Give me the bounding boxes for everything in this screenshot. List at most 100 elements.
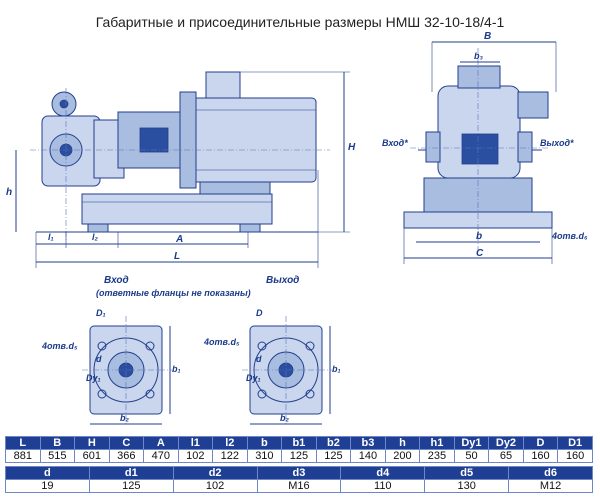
table-cell: 125 — [88, 479, 174, 493]
outlet-dim-d: d — [256, 354, 262, 364]
table-cell: 470 — [143, 449, 179, 463]
table-header-cell: l1 — [177, 436, 214, 450]
table-header-cell: B — [39, 436, 76, 450]
inlet-label: Вход* — [382, 138, 408, 148]
front-outlet-port — [517, 131, 533, 163]
technical-drawing: l₁ l₂ A L h H B b₃ b C 4отв.d₆ Вход* Вых… — [6, 31, 588, 426]
table-cell: 122 — [212, 449, 248, 463]
table-header-cell: d4 — [340, 466, 426, 480]
flange-outlet-title: Выход — [266, 275, 299, 286]
table-cell: 140 — [350, 449, 386, 463]
table-row: 19 125 102 M16 110 130 M12 — [5, 479, 593, 493]
base-frame — [81, 193, 273, 225]
table-header-row: d d1 d2 d3 d4 d5 d6 — [5, 466, 593, 480]
table-header-cell: b2 — [315, 436, 352, 450]
outlet-dim-b1: b₁ — [332, 364, 341, 374]
table-header-cell: b — [246, 436, 283, 450]
table-cell: 110 — [340, 479, 426, 493]
motor-flange — [179, 91, 197, 189]
front-terminal-box — [457, 65, 501, 89]
table-header-cell: C — [108, 436, 145, 450]
dim-h: h — [6, 187, 12, 198]
dim-B: B — [484, 31, 491, 42]
front-flange — [461, 133, 499, 165]
table-header-cell: H — [74, 436, 110, 450]
inlet-dim-b2: b₂ — [120, 413, 129, 423]
table-cell: 881 — [5, 449, 41, 463]
flange-inlet-title: Вход — [104, 275, 129, 286]
table-header-cell: l2 — [212, 436, 248, 450]
table-row: 881 515 601 366 470 102 122 310 125 125 … — [5, 449, 593, 463]
front-inlet-port — [425, 131, 441, 163]
table-cell: 102 — [172, 479, 258, 493]
table-cell: 102 — [177, 449, 214, 463]
dim-l1: l₁ — [48, 232, 54, 242]
flange-inlet-view: Вход (ответные фланцы не показаны) D₁ 4о… — [41, 275, 251, 426]
base-foot — [87, 223, 109, 233]
flange-inlet-note: (ответные фланцы не показаны) — [96, 288, 251, 298]
outlet-dim-holes: 4отв.d₅ — [203, 337, 240, 347]
table-cell: 515 — [39, 449, 76, 463]
table-cell: 235 — [419, 449, 455, 463]
front-valve — [517, 91, 549, 119]
table-header-cell: Dy1 — [453, 436, 490, 450]
table-cell: 19 — [5, 479, 90, 493]
table-header-cell: D — [522, 436, 559, 450]
table-cell: 50 — [453, 449, 490, 463]
table-cell: 366 — [108, 449, 145, 463]
table-cell: 125 — [315, 449, 352, 463]
table-header-cell: Dy2 — [488, 436, 524, 450]
table-header-cell: b3 — [350, 436, 386, 450]
front-view: B b₃ b C 4отв.d₆ Вход* Выход* — [382, 31, 588, 264]
table-header-cell: A — [143, 436, 179, 450]
dimensions-table-2: d d1 d2 d3 d4 d5 d6 19 125 102 M16 110 1… — [5, 466, 593, 493]
table-header-cell: d — [5, 466, 90, 480]
table-cell: 160 — [557, 449, 593, 463]
inlet-dim-b1: b₁ — [172, 364, 181, 374]
table-cell: 310 — [246, 449, 283, 463]
outlet-dim-dy: Dy₁ — [246, 373, 261, 383]
table-cell: 200 — [384, 449, 421, 463]
dim-holes-d6: 4отв.d₆ — [551, 231, 588, 241]
terminal-box — [205, 71, 241, 99]
dim-H: H — [348, 142, 356, 153]
dim-b: b — [476, 231, 482, 242]
table-cell: M12 — [508, 479, 593, 493]
coupling — [139, 127, 169, 153]
table-cell: 130 — [424, 479, 510, 493]
inlet-dim-d: d — [96, 354, 102, 364]
page-title: Габаритные и присоединительные размеры Н… — [95, 14, 505, 30]
inlet-dim-dy: Dy₁ — [86, 373, 101, 383]
base-foot — [239, 223, 261, 233]
dim-A: A — [175, 234, 183, 245]
table-header-cell: D1 — [557, 436, 593, 450]
dim-C: C — [476, 248, 484, 259]
outlet-dim-b2: b₂ — [280, 413, 289, 423]
dimensions-table-1: L B H C A l1 l2 b b1 b2 b3 h h1 Dy1 Dy2 … — [5, 436, 593, 463]
flange-outlet-view: Выход D 4отв.d₅ d Dy₁ b₁ b₂ — [203, 275, 341, 426]
table-header-cell: d3 — [256, 466, 342, 480]
table-cell: M16 — [256, 479, 342, 493]
inlet-dim-holes: 4отв.d₅ — [41, 341, 78, 351]
dim-b3: b₃ — [474, 51, 483, 61]
table-header-cell: b1 — [281, 436, 317, 450]
outlet-label: Выход* — [540, 138, 574, 148]
dim-L: L — [174, 251, 180, 262]
table-cell: 601 — [74, 449, 110, 463]
table-header-cell: h1 — [419, 436, 455, 450]
table-header-row: L B H C A l1 l2 b b1 b2 b3 h h1 Dy1 Dy2 … — [5, 436, 593, 450]
table-cell: 160 — [522, 449, 559, 463]
table-cell: 125 — [281, 449, 317, 463]
table-header-cell: h — [384, 436, 421, 450]
table-header-cell: d1 — [88, 466, 174, 480]
table-header-cell: L — [5, 436, 41, 450]
inlet-dim-D1: D₁ — [96, 308, 106, 318]
motor — [185, 97, 317, 183]
table-header-cell: d6 — [508, 466, 593, 480]
table-header-cell: d5 — [424, 466, 510, 480]
side-view: l₁ l₂ A L h H — [6, 71, 356, 268]
table-cell: 65 — [488, 449, 524, 463]
table-header-cell: d2 — [172, 466, 258, 480]
outlet-dim-D: D — [256, 308, 263, 318]
dim-l2: l₂ — [92, 232, 99, 242]
